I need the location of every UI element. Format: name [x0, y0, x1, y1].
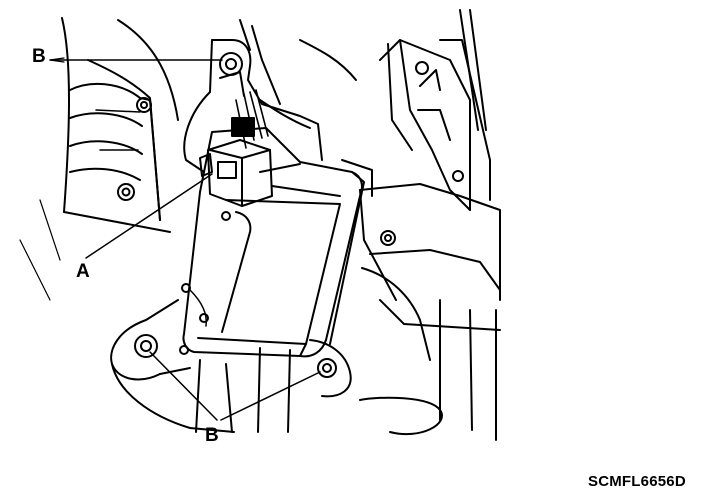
leader-lines — [49, 57, 321, 421]
upper-bracket — [183, 19, 323, 173]
leader-a — [85, 173, 213, 259]
upper-bolt-b — [219, 52, 243, 76]
connector-a — [199, 139, 273, 207]
callout-b-upper-bolt: B — [32, 46, 46, 67]
left-bolts — [117, 97, 152, 201]
lower-bolts-b — [134, 334, 337, 378]
module-body — [179, 127, 365, 358]
lower-flange — [110, 299, 352, 433]
wiring-harness — [231, 89, 269, 149]
callout-a-connector: A — [76, 261, 90, 282]
leader-b-right — [220, 371, 321, 421]
figure-code: SCMFL6656D — [588, 473, 686, 490]
right-background-structure — [299, 9, 501, 441]
left-background-structure — [19, 17, 179, 301]
leader-b-left — [149, 351, 218, 421]
callout-b-lower-bolts: B — [205, 425, 219, 446]
